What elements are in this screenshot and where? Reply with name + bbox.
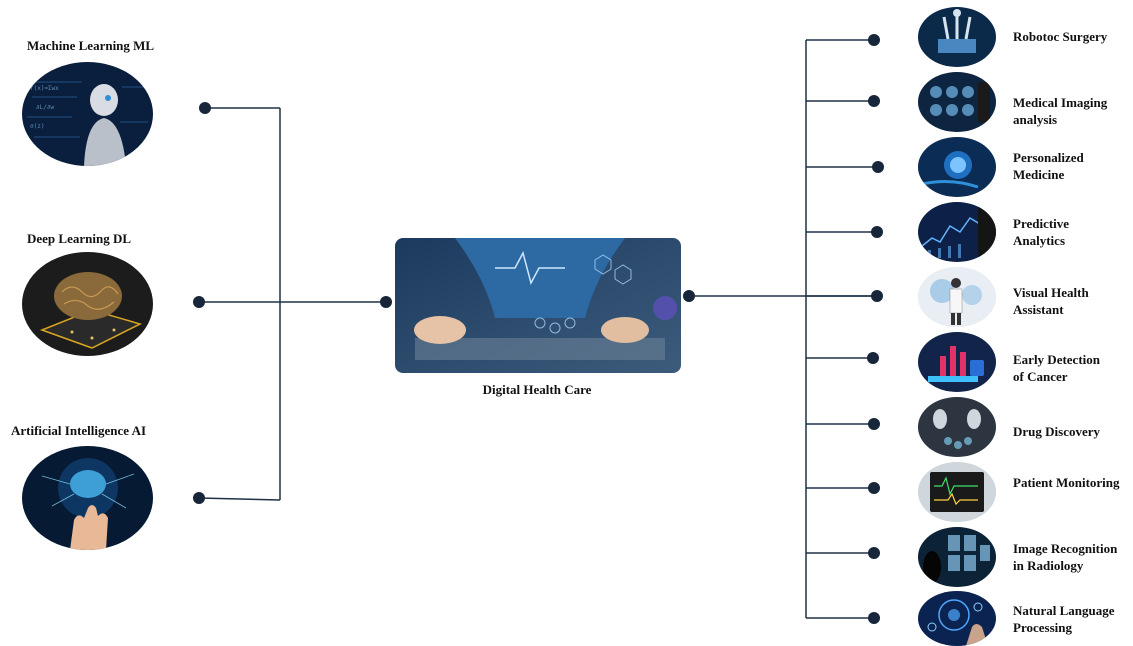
connector-dot-ai xyxy=(193,492,205,504)
radiology-screens-icon xyxy=(918,527,996,587)
label-artificial-intelligence: Artificial Intelligence AI xyxy=(11,423,147,438)
xray-screens-icon xyxy=(918,72,996,132)
connector-dot-right xyxy=(868,612,880,624)
connector-dot-right xyxy=(868,418,880,430)
brain-chip-icon xyxy=(22,252,153,356)
connector-dot-right xyxy=(868,34,880,46)
connector-ai xyxy=(198,497,281,501)
connector-dot-dl xyxy=(193,296,205,308)
label-drug-discovery: Drug Discovery xyxy=(1013,424,1101,439)
label-image-recognition-radiology: Image Recognition in Radiology xyxy=(1013,541,1118,573)
connector-dot-right xyxy=(868,547,880,559)
connector-dot-right xyxy=(868,95,880,107)
label-predictive-analytics: Predictive Analytics xyxy=(1013,216,1070,248)
hand-brain-icon xyxy=(22,446,153,550)
connector-dot-right xyxy=(871,290,883,302)
dna-hand-icon xyxy=(918,137,996,197)
label-medical-imaging: Medical Imaging analysis xyxy=(1013,95,1108,127)
label-visual-health-assistant: Visual Health Assistant xyxy=(1013,285,1089,317)
robot-ai-icon: f(x)=Σwx ∂L/∂w σ(z) xyxy=(22,62,153,166)
doctor-tablet-icon xyxy=(395,238,681,373)
connector-dot-right xyxy=(871,226,883,238)
bar-graph-icon xyxy=(918,332,996,392)
right-branches xyxy=(806,34,884,624)
connector-dot-center-right xyxy=(683,290,695,302)
monitor-icon xyxy=(918,462,996,522)
connector-dot-right xyxy=(872,161,884,173)
label-digital-health-care: Digital Health Care xyxy=(482,382,592,397)
line-chart-icon xyxy=(918,202,996,262)
label-robotic-surgery: Robotoc Surgery xyxy=(1013,29,1108,44)
doctor-figure-icon xyxy=(918,267,996,327)
connector-dot-center-left xyxy=(380,296,392,308)
nlp-hand-icon xyxy=(918,591,996,646)
label-deep-learning: Deep Learning DL xyxy=(27,231,131,246)
label-machine-learning: Machine Learning ML xyxy=(27,38,155,53)
label-nlp: Natural Language Processing xyxy=(1013,603,1115,635)
svg-text:∂L/∂w: ∂L/∂w xyxy=(36,104,54,111)
connector-dot-right xyxy=(867,352,879,364)
label-early-detection-cancer: Early Detection of Cancer xyxy=(1013,352,1101,384)
label-patient-monitoring: Patient Monitoring xyxy=(1013,475,1120,490)
robot-hands-icon xyxy=(918,397,996,457)
label-personalized-medicine: Personalized Medicine xyxy=(1013,150,1084,182)
robot-arms-icon xyxy=(918,7,996,67)
connector-dot-ml xyxy=(199,102,211,114)
svg-text:f(x)=Σwx: f(x)=Σwx xyxy=(30,85,59,92)
connector-dot-right xyxy=(868,482,880,494)
svg-text:σ(z): σ(z) xyxy=(30,123,44,130)
